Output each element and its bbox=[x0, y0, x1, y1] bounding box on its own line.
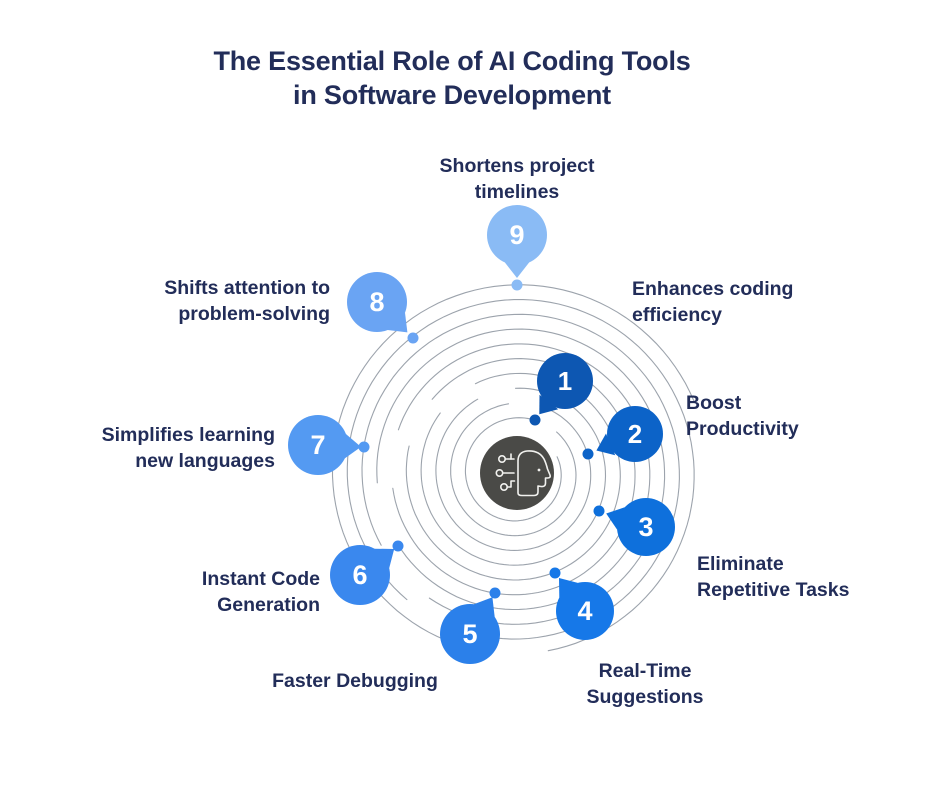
bubble-tail bbox=[504, 262, 530, 278]
page-title: The Essential Role of AI Coding Tools in… bbox=[102, 44, 802, 112]
center-circle bbox=[480, 436, 554, 510]
step-bubble-6: 6 bbox=[330, 540, 404, 605]
step-label-8: Shifts attention to problem-solving bbox=[164, 277, 330, 325]
spiral-dot bbox=[529, 414, 541, 426]
bubble-circle bbox=[330, 545, 390, 605]
bubble-number: 8 bbox=[369, 287, 384, 317]
step-label-4: Real-Time Suggestions bbox=[586, 660, 704, 708]
bubble-circle bbox=[487, 205, 547, 265]
center-hub bbox=[480, 436, 554, 510]
step-label-9: Shortens project timelines bbox=[439, 155, 595, 203]
bubble-circle bbox=[440, 604, 500, 664]
step-bubble-5: 5 bbox=[440, 587, 501, 664]
spiral-dot bbox=[511, 279, 523, 291]
bubble-circle bbox=[347, 272, 407, 332]
step-bubble-3: 3 bbox=[593, 498, 675, 556]
step-bubble-2: 2 bbox=[582, 406, 663, 462]
bubble-tail bbox=[606, 507, 625, 530]
step-bubble-4: 4 bbox=[549, 567, 614, 640]
step-bubble-8: 8 bbox=[347, 272, 419, 344]
ai-head-icon bbox=[495, 450, 552, 497]
page-title-line1: The Essential Role of AI Coding Tools bbox=[213, 46, 691, 76]
spiral-dot bbox=[489, 587, 501, 599]
step-label-3: Eliminate Repetitive Tasks bbox=[697, 553, 850, 601]
bubble-number: 1 bbox=[558, 366, 572, 396]
spiral-dot bbox=[593, 505, 605, 517]
step-bubble-7: 7 bbox=[288, 415, 370, 475]
bubble-tail bbox=[596, 433, 616, 456]
spiral-dot bbox=[549, 567, 561, 579]
step-label-7: Simplifies learning new languages bbox=[101, 424, 275, 472]
step-bubble-1: 1 bbox=[529, 353, 593, 426]
spiral-dot bbox=[407, 332, 419, 344]
step-label-6: Instant Code Generation bbox=[201, 568, 320, 616]
bubble-circle bbox=[537, 353, 593, 409]
step-label-5: Faster Debugging bbox=[272, 670, 438, 692]
spiral-dot bbox=[358, 441, 370, 453]
bubble-circle bbox=[617, 498, 675, 556]
bubble-circle bbox=[556, 582, 614, 640]
bubble-circle bbox=[288, 415, 348, 475]
step-label-2: Boost Productivity bbox=[686, 392, 799, 440]
bubble-number: 5 bbox=[462, 619, 477, 649]
spiral-arcs bbox=[331, 284, 695, 652]
bubble-number: 2 bbox=[628, 419, 642, 449]
bubble-number: 7 bbox=[310, 430, 325, 460]
spiral-dot bbox=[582, 448, 594, 460]
page-title-line2: in Software Development bbox=[293, 80, 611, 110]
bubble-number: 3 bbox=[638, 512, 653, 542]
spiral-dot bbox=[392, 540, 404, 552]
bubble-tail bbox=[344, 434, 361, 459]
bubble-tail bbox=[539, 394, 559, 415]
step-bubble-9: 9 bbox=[487, 205, 547, 291]
bubble-circle bbox=[607, 406, 663, 462]
step-label-1: Enhances coding efficiency bbox=[632, 278, 794, 326]
bubble-number: 4 bbox=[577, 596, 592, 626]
bubble-number: 6 bbox=[352, 560, 367, 590]
bubble-number: 9 bbox=[509, 220, 524, 250]
